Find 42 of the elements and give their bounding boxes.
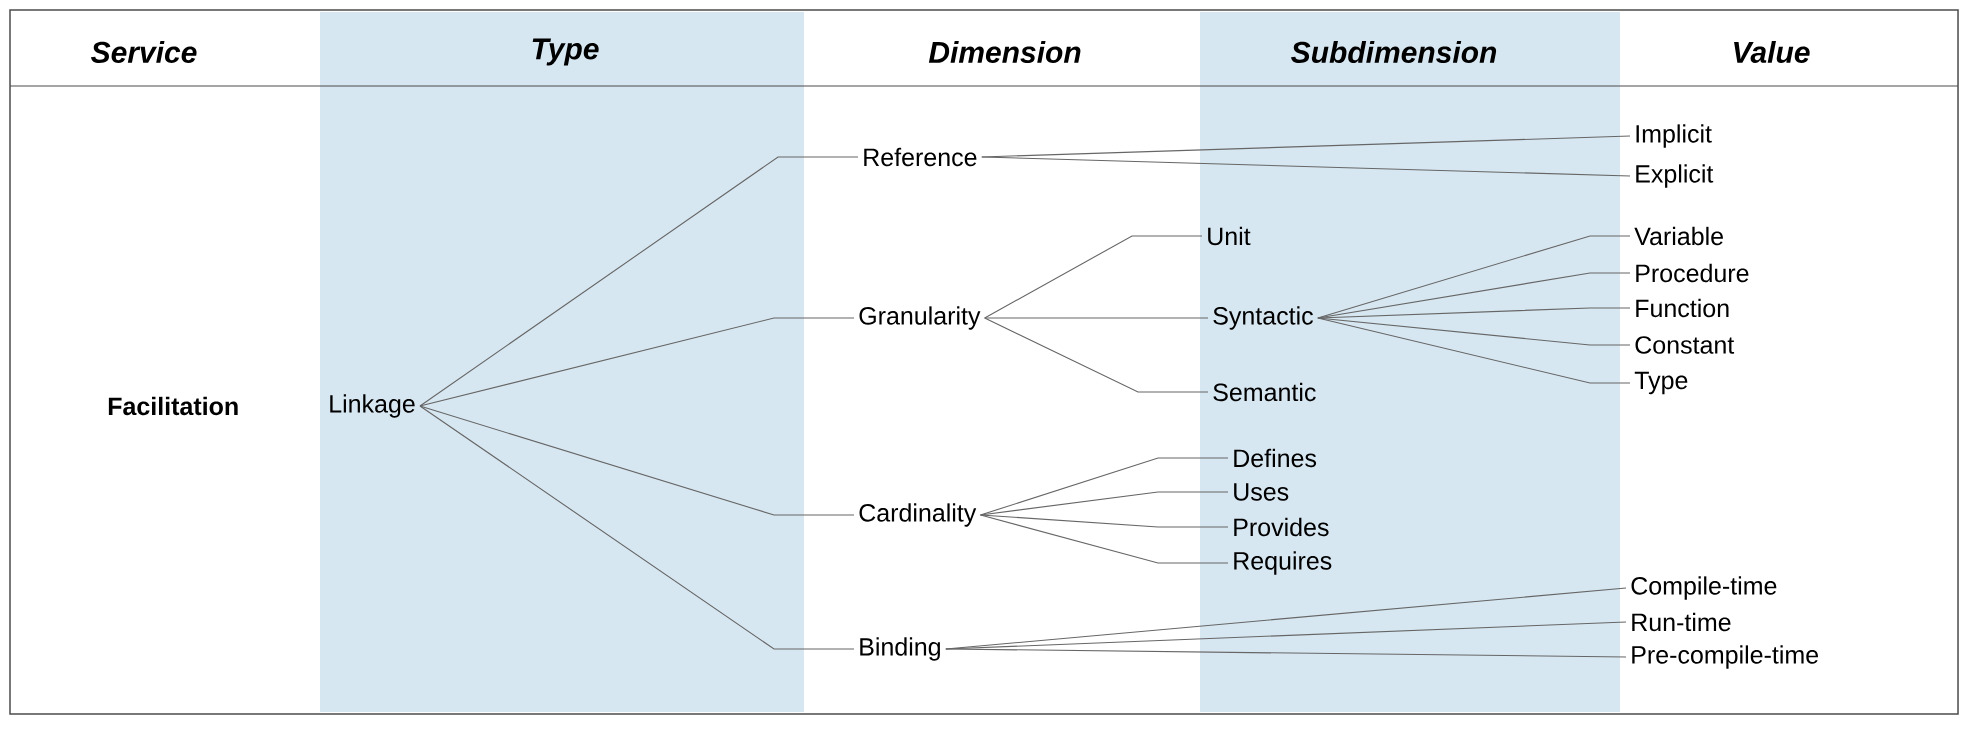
connector-line xyxy=(984,317,1209,393)
connector-line xyxy=(1317,307,1631,319)
tree-label: Unit xyxy=(1208,226,1251,246)
connector-line xyxy=(984,317,1209,319)
tree-label: Variable xyxy=(1634,226,1723,246)
tree-label: Reference xyxy=(864,147,977,167)
tree-label: Defines xyxy=(1234,448,1317,468)
tree-label: Run-time xyxy=(1632,612,1731,632)
connector-line xyxy=(981,156,1631,177)
connector-line xyxy=(979,491,1229,516)
column-header: Subdimension xyxy=(1291,40,1497,63)
tree-label: Facilitation xyxy=(108,396,238,416)
connector-line xyxy=(419,405,855,516)
connector-line xyxy=(1317,317,1631,384)
tree-label: Procedure xyxy=(1636,263,1749,283)
column-header: Dimension xyxy=(928,41,1081,63)
connector-line xyxy=(419,317,855,407)
tree-label: Compile-time xyxy=(1631,576,1777,600)
tree-label: Uses xyxy=(1234,483,1289,501)
tree-label: Implicit xyxy=(1636,124,1712,148)
tree-label: Pre-compile-time xyxy=(1632,645,1818,669)
tree-label: Provides xyxy=(1234,517,1329,537)
tree-label: Cardinality xyxy=(859,503,977,527)
tree-label: Binding xyxy=(860,637,940,661)
connector-line xyxy=(979,514,1229,528)
tree-label: Constant xyxy=(1635,336,1735,354)
connector-line xyxy=(945,648,1627,658)
tree-label: Granularity xyxy=(859,306,981,330)
tree-label: Requires xyxy=(1234,551,1332,575)
tree-label: Linkage xyxy=(330,394,415,418)
connector-line xyxy=(979,514,1229,564)
tree-label: Semantic xyxy=(1213,382,1316,402)
column-header: Value xyxy=(1734,41,1810,63)
connector-line xyxy=(984,235,1203,319)
tree-label: Function xyxy=(1636,298,1729,318)
tree-label: Type xyxy=(1634,371,1688,395)
connector-line xyxy=(419,405,855,650)
column-header: Type xyxy=(532,38,599,66)
column-header: Service xyxy=(91,41,197,63)
tree-label: Syntactic xyxy=(1213,306,1313,330)
connector-line xyxy=(419,156,859,407)
tree-label: Explicit xyxy=(1636,164,1714,188)
